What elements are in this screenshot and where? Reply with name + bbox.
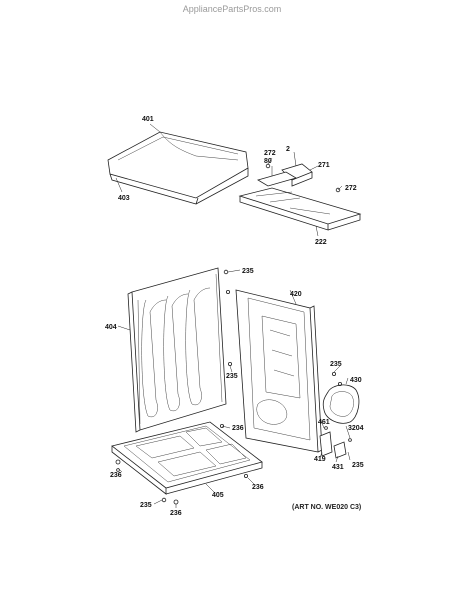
callout-80: 80 bbox=[264, 158, 272, 165]
callout-430: 430 bbox=[350, 377, 362, 384]
callout-461: 461 bbox=[318, 419, 330, 426]
callout-272-b: 272 bbox=[345, 185, 357, 192]
front-rail bbox=[238, 187, 362, 231]
watermark-text: AppliancePartsPros.com bbox=[182, 4, 282, 14]
callout-431: 431 bbox=[332, 464, 344, 471]
callout-272-a: 272 bbox=[264, 150, 276, 157]
callout-236-left: 236 bbox=[110, 472, 122, 479]
callout-2: 2 bbox=[286, 146, 290, 153]
fasteners bbox=[115, 269, 336, 505]
rear-panel bbox=[235, 289, 323, 453]
callout-236-bottom: 236 bbox=[170, 510, 182, 517]
callout-419: 419 bbox=[314, 456, 326, 463]
callout-235-right: 235 bbox=[330, 361, 342, 368]
access-cover bbox=[322, 381, 360, 424]
callout-401: 401 bbox=[142, 116, 154, 123]
terminal-bracket bbox=[319, 426, 352, 459]
callout-236-right: 236 bbox=[252, 484, 264, 491]
callout-235-bottom: 235 bbox=[140, 502, 152, 509]
base-pan bbox=[111, 421, 263, 495]
side-panel bbox=[127, 267, 227, 433]
callout-403: 403 bbox=[118, 195, 130, 202]
art-number: (ART NO. WE020 C3) bbox=[292, 504, 362, 511]
callout-labels: 401 403 272 80 2 271 272 222 235 420 404… bbox=[105, 116, 364, 517]
control-bracket-assembly bbox=[257, 163, 341, 193]
callout-222: 222 bbox=[315, 239, 327, 246]
callout-235-lower-right: 235 bbox=[352, 462, 364, 469]
callout-235-top: 235 bbox=[242, 268, 254, 275]
callout-405: 405 bbox=[212, 492, 224, 499]
callout-236-mid: 236 bbox=[232, 425, 244, 432]
callout-3204: 3204 bbox=[348, 425, 364, 432]
callout-271: 271 bbox=[318, 162, 330, 169]
callout-235-mid: 235 bbox=[226, 373, 238, 380]
top-panel bbox=[107, 131, 249, 205]
leader-lines bbox=[115, 123, 351, 508]
callout-404: 404 bbox=[105, 324, 117, 331]
callout-420: 420 bbox=[290, 291, 302, 298]
